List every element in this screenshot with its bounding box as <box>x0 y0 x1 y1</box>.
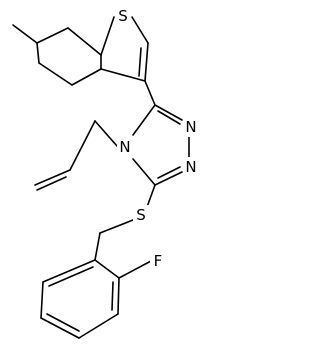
bond-allyl-double-inner <box>36 176 67 191</box>
bond-tri-c5-n4 <box>132 158 156 186</box>
bond-thio-c7a-s <box>100 16 115 56</box>
bond-thio-c2-c3 <box>144 42 149 82</box>
bond-benz-2-inner <box>111 281 114 311</box>
bond-methyl <box>12 24 38 44</box>
bond-ch2-aryl <box>94 232 101 261</box>
bond-ring6-d <box>71 68 102 86</box>
bond-tri-n1-c5-inner <box>157 166 181 179</box>
atom-label-text: N <box>185 118 196 136</box>
bond-tri-c3-n2 <box>154 104 183 121</box>
bond-layer <box>12 16 190 339</box>
bond-allyl-ch2-ch <box>69 120 96 171</box>
atom-label-layer: S N N N S F <box>115 6 199 271</box>
bond-tri-n1-c5 <box>154 171 183 186</box>
atom-sulfur-thioether: S <box>133 205 149 225</box>
atom-label-text: N <box>185 158 196 176</box>
bond-thio-triazole <box>144 80 156 106</box>
bond-benz-4 <box>40 317 80 339</box>
bond-s-ch2 <box>99 219 134 234</box>
bond-benz-2 <box>117 277 120 315</box>
bond-benz-1 <box>94 259 120 279</box>
bond-thio-c3-c3a <box>100 68 146 82</box>
bond-benz-3 <box>78 313 119 339</box>
atom-label-text: N <box>119 138 130 156</box>
molecule-diagram: S N N N S F <box>12 6 199 339</box>
atom-label-text: F <box>154 252 163 270</box>
bond-tri-n4-c3 <box>132 104 156 136</box>
bond-tri-c3-n2-inner <box>157 110 181 125</box>
bond-benz-4-inner <box>46 313 80 332</box>
bond-benz-6-inner <box>48 266 94 287</box>
atom-label-text: S <box>136 206 146 224</box>
atom-label-text: S <box>118 7 128 25</box>
bond-ring6-a <box>36 27 69 44</box>
bond-allyl-n-ch2 <box>94 120 118 147</box>
atom-nitrogen-n1: N <box>183 157 199 177</box>
bond-ring6-b <box>67 27 102 56</box>
bond-thio-s-c2 <box>131 16 149 44</box>
bond-benz-5 <box>40 281 44 319</box>
atom-nitrogen-n4: N <box>117 136 133 156</box>
bond-ring6-e <box>38 62 73 86</box>
atom-sulfur-thiophene: S <box>115 6 131 26</box>
atom-nitrogen-n2: N <box>183 117 199 137</box>
bond-c-f <box>118 260 152 279</box>
bond-benz-6 <box>42 259 96 283</box>
bond-c5-s <box>146 184 156 208</box>
bond-thio-c2-c3-inner <box>138 47 142 77</box>
bond-allyl-ch-ch2 <box>34 169 71 186</box>
atom-fluorine: F <box>150 251 166 271</box>
bond-ring6-f <box>36 42 40 64</box>
